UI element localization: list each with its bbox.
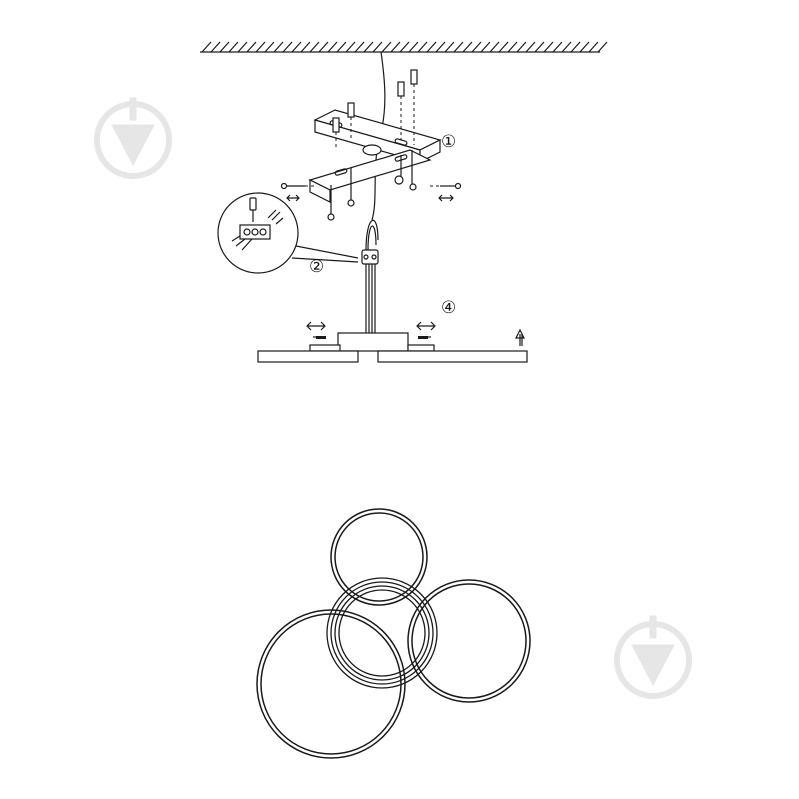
ring-bottom-left xyxy=(256,609,406,759)
ceiling-hatch xyxy=(228,41,239,53)
ceiling-hatch xyxy=(489,41,500,53)
ceiling-hatch xyxy=(453,41,464,53)
ceiling-hatch xyxy=(471,41,482,53)
ceiling-hatch xyxy=(354,41,365,53)
ceiling-hatch xyxy=(381,41,392,53)
anchor-screw-3 xyxy=(394,81,405,185)
arrow-up-icon xyxy=(515,328,525,346)
ceiling-hatch xyxy=(318,41,329,53)
ceiling-hatch xyxy=(219,41,230,53)
push-arrow-icon xyxy=(286,194,454,202)
ceiling-hatch xyxy=(372,41,383,53)
ceiling-hatch xyxy=(426,41,437,53)
ceiling-hatch xyxy=(201,41,212,53)
ceiling-hatch xyxy=(552,41,563,53)
base-screw-right xyxy=(416,321,436,339)
ceiling-hatch xyxy=(588,41,599,53)
ceiling-hatch xyxy=(336,41,347,53)
ceiling-hatch xyxy=(237,41,248,53)
ceiling-hatch xyxy=(282,41,293,53)
ceiling-hatch xyxy=(408,41,419,53)
ceiling-hatch xyxy=(597,41,608,53)
ring-top xyxy=(330,508,428,606)
ceiling-hatch xyxy=(579,41,590,53)
ceiling-anchors xyxy=(327,69,418,221)
ceiling-hatch xyxy=(435,41,446,53)
ring-center xyxy=(326,577,438,689)
ceiling-hatch xyxy=(561,41,572,53)
ceiling-hatch xyxy=(273,41,284,53)
lamp-body-side-view xyxy=(257,332,528,363)
step-2-callout: ② xyxy=(309,257,324,277)
ceiling-hatch xyxy=(534,41,545,53)
ceiling-hatch xyxy=(417,41,428,53)
ceiling-hatch xyxy=(300,41,311,53)
ceiling-hatch xyxy=(516,41,527,53)
ceiling-hatch xyxy=(525,41,536,53)
ceiling-hatch xyxy=(345,41,356,53)
ceiling-hatch xyxy=(327,41,338,53)
anchor-screw-2 xyxy=(327,117,340,221)
ceiling-hatch xyxy=(480,41,491,53)
ceiling xyxy=(200,41,608,53)
wire-bundle xyxy=(361,219,379,338)
terminal-block-detail xyxy=(217,192,359,274)
lamp-rings-product-view xyxy=(256,508,531,759)
ring-right xyxy=(407,579,531,703)
ceiling-hatch xyxy=(390,41,401,53)
side-screw-left xyxy=(280,182,316,190)
ceiling-hatch xyxy=(363,41,374,53)
watermark-logo-left-icon xyxy=(94,97,172,179)
anchor-screw-1 xyxy=(347,102,355,207)
ceiling-hatch xyxy=(210,41,221,53)
screwdriver-icon xyxy=(249,197,257,222)
base-screw-left xyxy=(306,321,326,339)
ceiling-hatch xyxy=(246,41,257,53)
ceiling-hatch xyxy=(444,41,455,53)
ceiling-hatch xyxy=(570,41,581,53)
ceiling-hatch xyxy=(543,41,554,53)
watermark-logo-right-icon xyxy=(614,615,692,699)
ceiling-hatch xyxy=(498,41,509,53)
step-4-callout: ④ xyxy=(441,298,456,318)
anchor-screw-4 xyxy=(409,69,418,191)
ceiling-hatch xyxy=(255,41,266,53)
ceiling-hatch xyxy=(264,41,275,53)
side-screw-right xyxy=(430,182,462,190)
ceiling-hatch xyxy=(507,41,518,53)
ceiling-hatch xyxy=(462,41,473,53)
step-1-callout: ① xyxy=(441,132,456,152)
ceiling-hatch xyxy=(399,41,410,53)
ceiling-hatch xyxy=(309,41,320,53)
ceiling-hatch xyxy=(291,41,302,53)
